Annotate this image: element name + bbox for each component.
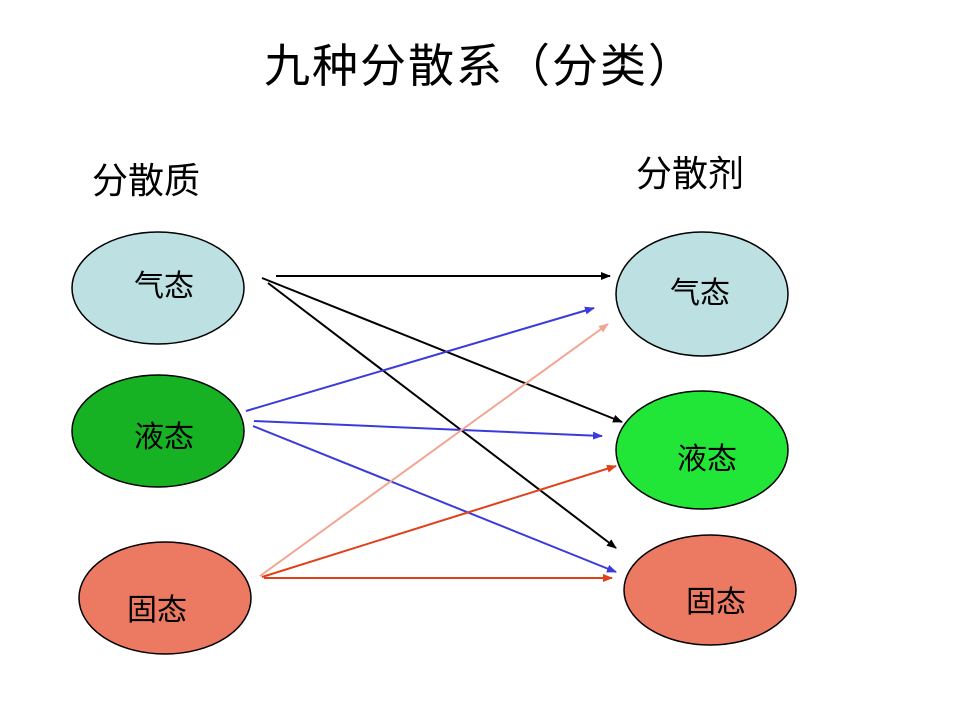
- left-node-liquid-shape: [71, 374, 245, 488]
- slide-title: 九种分散系（分类）: [264, 39, 696, 93]
- dispersed-phase-label: 分散质: [92, 161, 201, 202]
- right-node-gas-label: 气态: [670, 276, 730, 311]
- left-node-liquid: 液态: [71, 374, 245, 488]
- arrow-liquid-to-solid: [252, 425, 617, 573]
- right-node-solid: 固态: [623, 534, 797, 646]
- arrow-solid-to-liquid: [261, 464, 617, 578]
- left-node-solid: 固态: [78, 541, 252, 655]
- right-node-gas: 气态: [615, 231, 789, 357]
- dispersion-medium-label: 分散剂: [636, 154, 745, 195]
- arrow-gas-to-solid: [267, 282, 617, 549]
- left-node-gas-shape: [71, 231, 245, 345]
- right-node-liquid: 液态: [615, 390, 789, 510]
- right-node-liquid-label: 液态: [677, 442, 737, 477]
- arrow-liquid-to-gas: [245, 306, 595, 412]
- left-node-liquid-label: 液态: [134, 420, 194, 455]
- right-node-gas-shape: [615, 231, 789, 357]
- right-node-liquid-shape: [615, 390, 789, 510]
- left-node-solid-label: 固态: [127, 593, 187, 628]
- arrow-liquid-to-liquid: [253, 420, 603, 440]
- right-node-solid-label: 固态: [686, 585, 746, 620]
- arrow-gas-to-liquid: [261, 277, 623, 423]
- left-node-gas: 气态: [71, 231, 245, 345]
- left-node-solid-shape: [78, 541, 252, 655]
- right-node-solid-shape: [623, 534, 797, 646]
- arrow-solid-to-gas: [259, 323, 609, 577]
- left-node-gas-label: 气态: [134, 269, 194, 304]
